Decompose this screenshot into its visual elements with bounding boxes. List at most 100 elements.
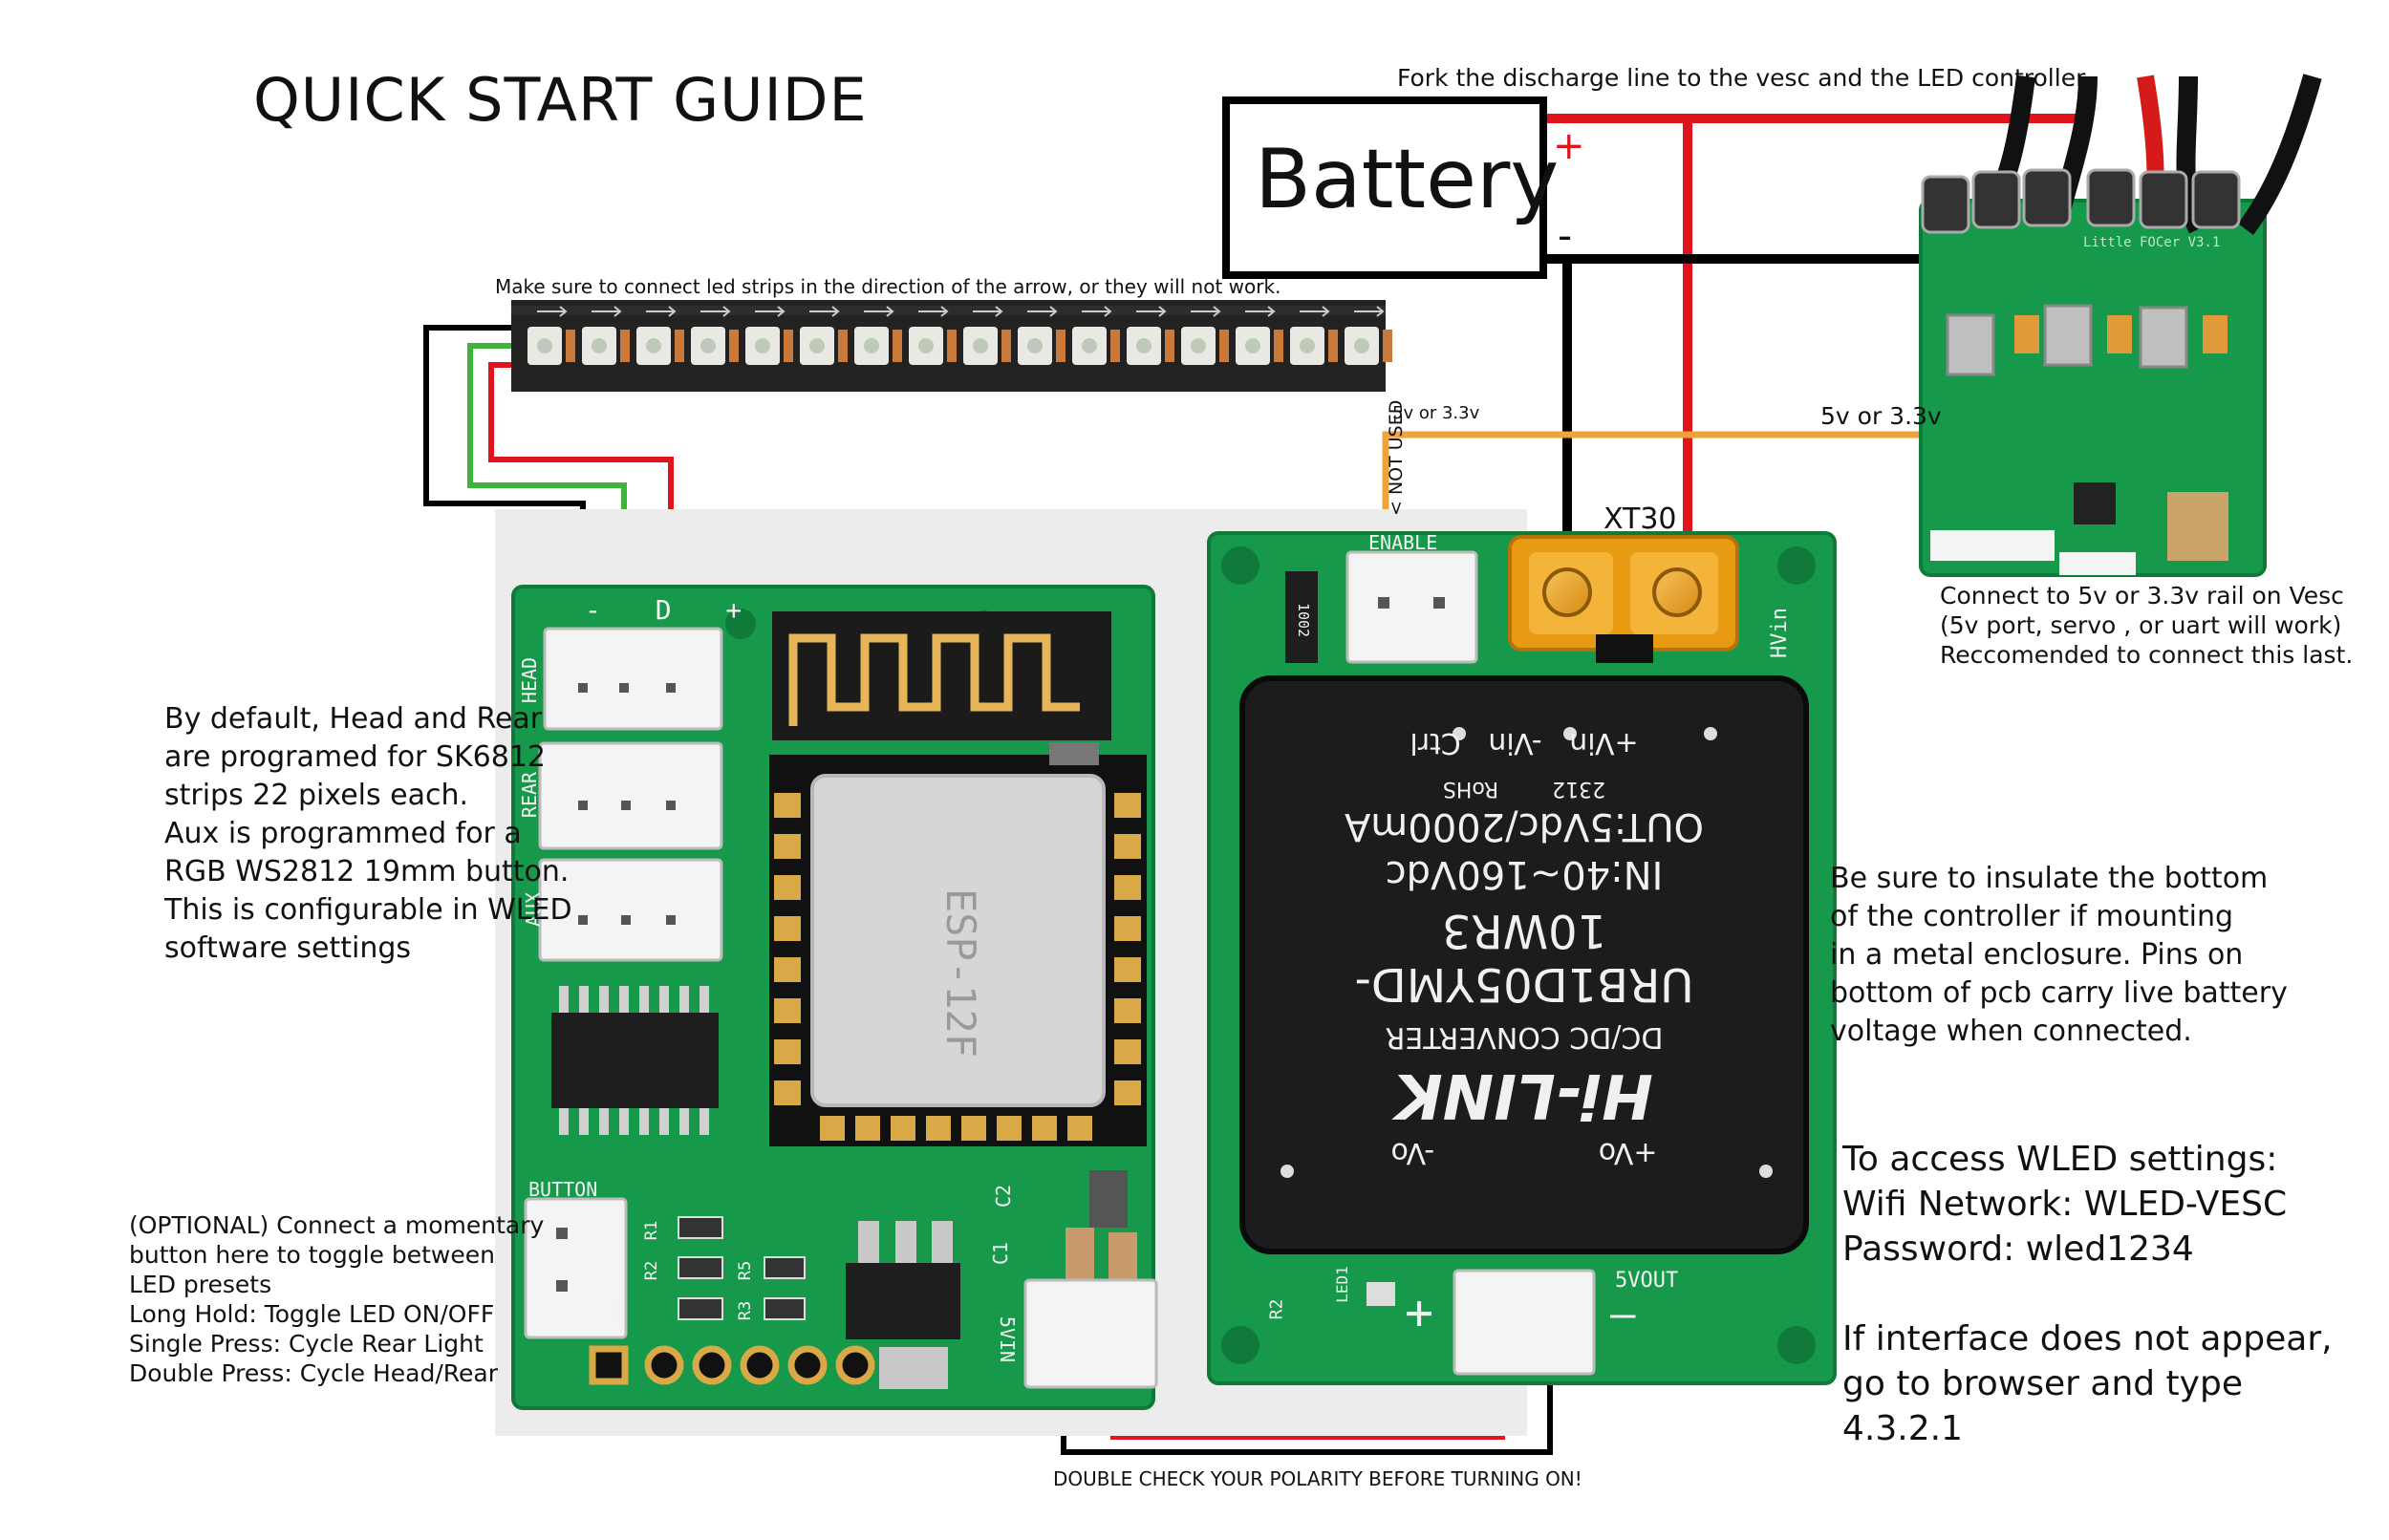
chip-pin <box>679 1108 689 1135</box>
vin-label: 5VIN <box>996 1315 1020 1363</box>
esp-pad <box>774 1039 801 1064</box>
rail-right-label: 5v or 3.3v <box>1820 402 1942 430</box>
led-cap <box>893 330 902 362</box>
dcdc-part-number: URB1D05YMD-10WR3 <box>1354 904 1694 1011</box>
battery-label: Battery <box>1255 132 1560 227</box>
led-cap <box>675 330 684 362</box>
cap-c1-label: C1 <box>989 1241 1013 1266</box>
chip-pin <box>559 986 569 1013</box>
esp-pad <box>774 957 801 982</box>
vout-connector <box>1453 1269 1596 1376</box>
led-die <box>1191 338 1206 353</box>
vesc-connect-note: Connect to 5v or 3.3v rail on Vesc (5v p… <box>1940 582 2354 669</box>
rear-connector <box>538 741 723 850</box>
dcdc-brand: Hi-LINK <box>1395 1059 1653 1130</box>
led-cap <box>566 330 575 362</box>
esp-pad <box>997 1116 1022 1141</box>
led-die <box>1245 338 1260 353</box>
led-cap <box>1110 330 1120 362</box>
chip-pin <box>659 1108 669 1135</box>
dcdc-module-print: +Vo -Vo Hi-LINK DC/DC CONVERTER URB1D05Y… <box>1276 726 1773 1179</box>
polarity-warning: DOUBLE CHECK YOUR POLARITY BEFORE TURNIN… <box>1053 1467 1582 1490</box>
chip-pin <box>659 986 669 1013</box>
esp-module-shield <box>810 774 1106 1107</box>
resistor-r1-label: R1 <box>642 1220 662 1241</box>
button-help-note: (OPTIONAL) Connect a momentary button he… <box>129 1211 545 1387</box>
direction-arrow <box>700 306 731 317</box>
chip-pin <box>639 1108 649 1135</box>
led-die <box>809 338 825 353</box>
not-used-label: < NOT USED <box>1386 399 1407 516</box>
resistor-r2-label: R2 <box>642 1260 662 1281</box>
esp-pad <box>1114 834 1141 859</box>
chip-pin <box>699 1108 709 1135</box>
resistor-r3-label: R3 <box>736 1300 756 1321</box>
button-header-label: BUTTON <box>528 1178 598 1201</box>
vesc-board <box>1919 74 2322 577</box>
direction-arrow <box>973 306 1003 317</box>
dcdc-output-spec: OUT:5Vdc/2000mA <box>1344 804 1705 848</box>
direction-arrow <box>1136 306 1167 317</box>
esp-pad <box>926 1116 951 1141</box>
chip-pin <box>599 986 609 1013</box>
wled-access-note: To access WLED settings: Wifi Network: W… <box>1842 1140 2288 1269</box>
direction-arrow <box>809 306 840 317</box>
chip-pin <box>679 986 689 1013</box>
esp-pad <box>774 916 801 941</box>
esp-pad <box>774 1080 801 1105</box>
direction-arrow <box>1191 306 1221 317</box>
esp-pad <box>774 998 801 1023</box>
esp-pad <box>1114 998 1141 1023</box>
fork-note: Fork the discharge line to the vesc and … <box>1397 64 2086 92</box>
insulate-note: Be sure to insulate the bottom of the co… <box>1830 862 2288 1048</box>
dcdc-module <box>1239 675 1809 1254</box>
led-cap <box>1219 330 1229 362</box>
led-die <box>646 338 661 353</box>
head-header-label: HEAD <box>518 656 542 704</box>
led-cap <box>1001 330 1011 362</box>
chip-pin <box>579 1108 589 1135</box>
direction-arrow <box>1245 306 1276 317</box>
esp-pad <box>820 1116 845 1141</box>
vesc-board-label: Little FOCer V3.1 <box>2083 235 2221 250</box>
chip-pin <box>559 1108 569 1135</box>
led1-label: LED1 <box>1332 1266 1351 1303</box>
pins-silkscreen: - D + <box>585 594 762 626</box>
direction-arrow <box>646 306 677 317</box>
cap-c2-label: C2 <box>992 1184 1016 1208</box>
voltage-regulator <box>846 1263 960 1339</box>
esp-antenna <box>772 611 1111 740</box>
direction-arrow <box>1354 306 1385 317</box>
enable-connector <box>1345 550 1478 664</box>
esp-pad <box>891 1116 915 1141</box>
led-cap <box>620 330 630 362</box>
direction-arrow <box>537 306 568 317</box>
rail-left-label: 5v or 3.3v <box>1392 403 1480 423</box>
hvin-label: HVin <box>1767 608 1792 658</box>
chip-pin <box>619 1108 629 1135</box>
led-die <box>537 338 552 353</box>
led-die <box>1027 338 1043 353</box>
converter-board <box>1207 531 1837 1385</box>
dcdc-pins-bottom: +Vo -Vo <box>1390 1136 1658 1169</box>
led-cap <box>729 330 739 362</box>
chip-pin <box>619 986 629 1013</box>
esp-pad <box>1114 1039 1141 1064</box>
led-strip-note: Make sure to connect led strips in the d… <box>495 275 1281 298</box>
resistor-1002-label: 1002 <box>1295 602 1313 638</box>
head-connector <box>543 627 723 731</box>
esp-pad <box>855 1116 880 1141</box>
chip-pin <box>699 986 709 1013</box>
dcdc-type: DC/DC CONVERTER <box>1385 1020 1664 1054</box>
out-minus-label: — <box>1610 1290 1636 1338</box>
led-cap <box>1383 330 1392 362</box>
led-die <box>1136 338 1151 353</box>
battery-minus-label: - <box>1558 212 1573 259</box>
led-die <box>918 338 934 353</box>
direction-arrow <box>864 306 894 317</box>
driver-chip <box>551 1013 719 1108</box>
esp-pad <box>774 875 801 900</box>
chip-pin <box>639 986 649 1013</box>
vout-label: 5VOUT <box>1615 1269 1679 1293</box>
esp-pad <box>1114 793 1141 818</box>
